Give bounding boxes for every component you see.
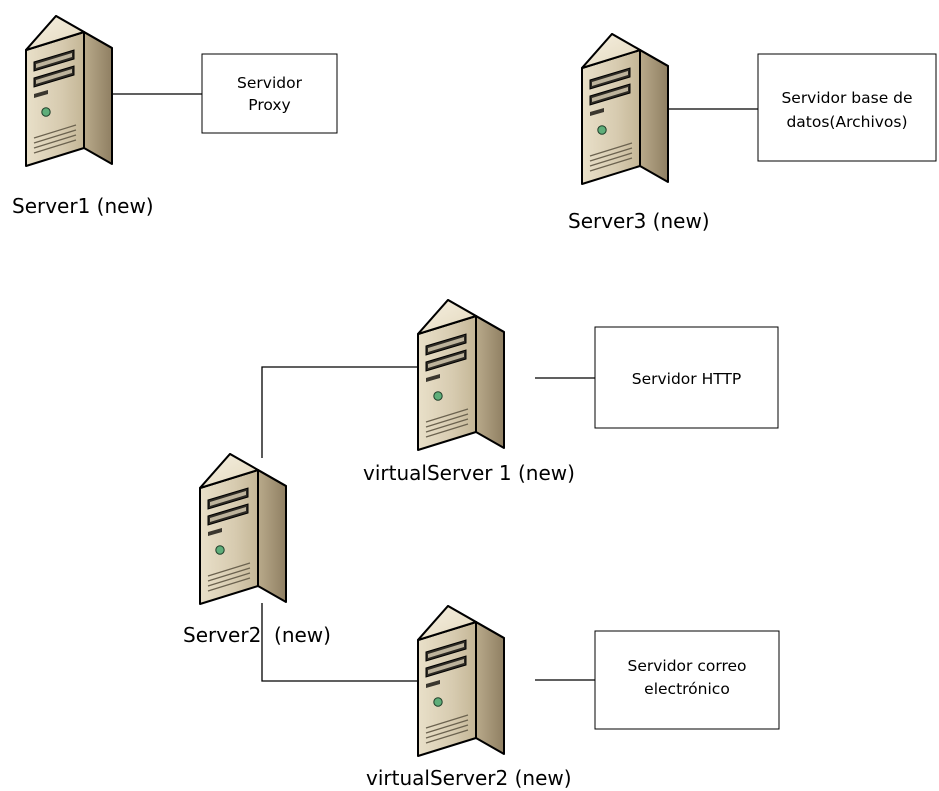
- server-tower-icon: [417, 299, 505, 451]
- server3-node: Server3 (new): [568, 33, 710, 233]
- proxy-box-line1: Servidor: [237, 74, 303, 92]
- server1-label: Server1 (new): [12, 194, 154, 218]
- virtual-server1-label: virtualServer 1 (new): [363, 461, 575, 485]
- mail-box-line1: Servidor correo: [627, 657, 746, 675]
- server-tower-icon: [417, 605, 505, 757]
- server2-node: Server2 (new): [183, 453, 331, 647]
- http-server-box: Servidor HTTP: [594, 326, 779, 429]
- server-tower-icon: [199, 453, 287, 605]
- virtual-server2-node: virtualServer2 (new): [366, 605, 572, 790]
- server1-node: Server1 (new): [12, 15, 154, 218]
- virtual-server2-label: virtualServer2 (new): [366, 766, 572, 790]
- database-box-line2: datos(Archivos): [786, 113, 907, 131]
- mail-server-box: Servidor correo electrónico: [594, 630, 780, 730]
- connector-server2-virtual2: [261, 603, 418, 682]
- mail-box-line2: electrónico: [644, 680, 730, 698]
- http-box-line1: Servidor HTTP: [632, 370, 742, 388]
- proxy-server-box: Servidor Proxy: [201, 53, 338, 134]
- connector-server2-virtual1: [261, 366, 418, 458]
- database-server-box: Servidor base de datos(Archivos): [757, 53, 937, 162]
- database-box-line1: Servidor base de: [781, 89, 912, 107]
- proxy-box-line2: Proxy: [248, 96, 290, 114]
- server-tower-icon: [25, 15, 113, 167]
- server3-label: Server3 (new): [568, 209, 710, 233]
- virtual-server1-node: virtualServer 1 (new): [363, 299, 575, 485]
- server2-label: Server2 (new): [183, 623, 331, 647]
- server-tower-icon: [581, 33, 669, 185]
